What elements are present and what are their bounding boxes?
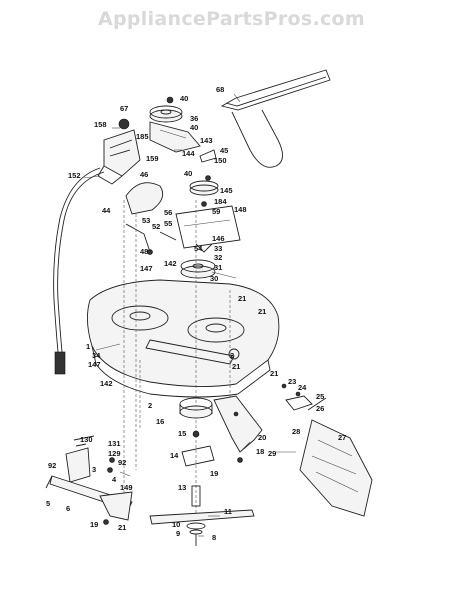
callout-21: 21 — [118, 523, 126, 532]
callout-147: 147 — [88, 360, 101, 369]
callout-20: 20 — [258, 433, 266, 442]
callout-21: 21 — [270, 369, 278, 378]
callout-144: 144 — [182, 149, 195, 158]
callout-18: 18 — [256, 447, 264, 456]
callout-53: 53 — [142, 216, 150, 225]
blade-pulley-stack — [175, 180, 241, 253]
callout-54: 54 — [194, 244, 203, 253]
lift-bracket — [97, 118, 141, 185]
spindle-housing — [179, 397, 215, 467]
callout-52: 52 — [152, 222, 160, 231]
callout-92: 92 — [48, 461, 56, 470]
callout-130: 130 — [80, 435, 93, 444]
callout-labels: 68 40 67 36 40 143 158 185 144 45 150 15… — [46, 85, 346, 542]
callout-23: 23 — [288, 377, 296, 386]
front-hanger-arm — [213, 395, 263, 463]
idler-bracket — [149, 121, 201, 153]
watermark: AppliancePartsPros.com — [97, 8, 365, 30]
mower-deck — [87, 279, 280, 398]
mower-blade — [149, 485, 255, 546]
callout-185: 185 — [136, 132, 149, 141]
callout-129: 129 — [108, 449, 121, 458]
callout-31: 31 — [214, 263, 222, 272]
callout-28: 28 — [292, 427, 300, 436]
callout-59: 59 — [212, 207, 220, 216]
callout-68: 68 — [216, 85, 224, 94]
callout-21: 21 — [258, 307, 266, 316]
callout-145: 145 — [220, 186, 233, 195]
callout-19: 19 — [90, 520, 98, 529]
callout-15: 15 — [178, 429, 186, 438]
callout-13: 13 — [178, 483, 186, 492]
callout-11: 11 — [224, 507, 232, 516]
callout-184: 184 — [214, 197, 227, 206]
callout-67: 67 — [120, 104, 128, 113]
alignment-lines — [123, 200, 231, 520]
callout-45: 45 — [220, 146, 228, 155]
callout-9: 9 — [176, 529, 180, 538]
callout-92: 92 — [118, 458, 126, 467]
drive-belt — [220, 69, 331, 168]
callout-48: 48 — [140, 247, 148, 256]
callout-14: 14 — [170, 451, 179, 460]
callout-1: 1 — [86, 342, 90, 351]
callout-152: 152 — [68, 171, 81, 180]
callout-24: 24 — [298, 383, 307, 392]
callout-40: 40 — [184, 169, 192, 178]
idler-pulley-top — [149, 96, 183, 123]
callout-10: 10 — [172, 520, 180, 529]
belt-guide — [125, 182, 164, 215]
leader-lines — [83, 93, 296, 537]
callout-34: 34 — [92, 351, 101, 360]
deck-stabilizer — [45, 435, 133, 525]
callout-158: 158 — [94, 120, 107, 129]
spring-clip — [199, 149, 217, 181]
callout-3: 3 — [92, 465, 96, 474]
callout-143: 143 — [200, 136, 213, 145]
callout-46: 46 — [140, 170, 148, 179]
callout-6: 6 — [66, 504, 70, 513]
discharge-chute — [281, 383, 373, 517]
callout-21: 21 — [238, 294, 246, 303]
callout-25: 25 — [316, 392, 324, 401]
callout-27: 27 — [338, 433, 346, 442]
callout-149: 149 — [120, 483, 133, 492]
callout-16: 16 — [156, 417, 164, 426]
callout-29: 29 — [268, 449, 276, 458]
callout-2: 2 — [230, 351, 234, 360]
callout-5: 5 — [46, 499, 50, 508]
lift-cable — [53, 167, 105, 375]
callout-131: 131 — [108, 439, 121, 448]
drive-pulley — [180, 259, 216, 279]
callout-8: 8 — [212, 533, 216, 542]
callout-33: 33 — [214, 244, 222, 253]
callout-147: 147 — [140, 264, 153, 273]
callout-30: 30 — [210, 274, 218, 283]
callout-150: 150 — [214, 156, 227, 165]
callout-2: 2 — [148, 401, 152, 410]
callout-21: 21 — [232, 362, 240, 371]
callout-44: 44 — [102, 206, 111, 215]
callout-40: 40 — [180, 94, 188, 103]
callout-159: 159 — [146, 154, 159, 163]
callout-4: 4 — [112, 475, 117, 484]
callout-56: 56 — [164, 208, 172, 217]
callout-26: 26 — [316, 404, 324, 413]
callout-19: 19 — [210, 469, 218, 478]
idler-arms — [125, 223, 177, 255]
callout-36: 36 — [190, 114, 198, 123]
callout-40: 40 — [190, 123, 198, 132]
callout-142: 142 — [100, 379, 113, 388]
callout-32: 32 — [214, 253, 222, 262]
callout-55: 55 — [164, 219, 172, 228]
callout-148: 148 — [234, 205, 247, 214]
callout-146: 146 — [212, 234, 225, 243]
callout-142: 142 — [164, 259, 177, 268]
